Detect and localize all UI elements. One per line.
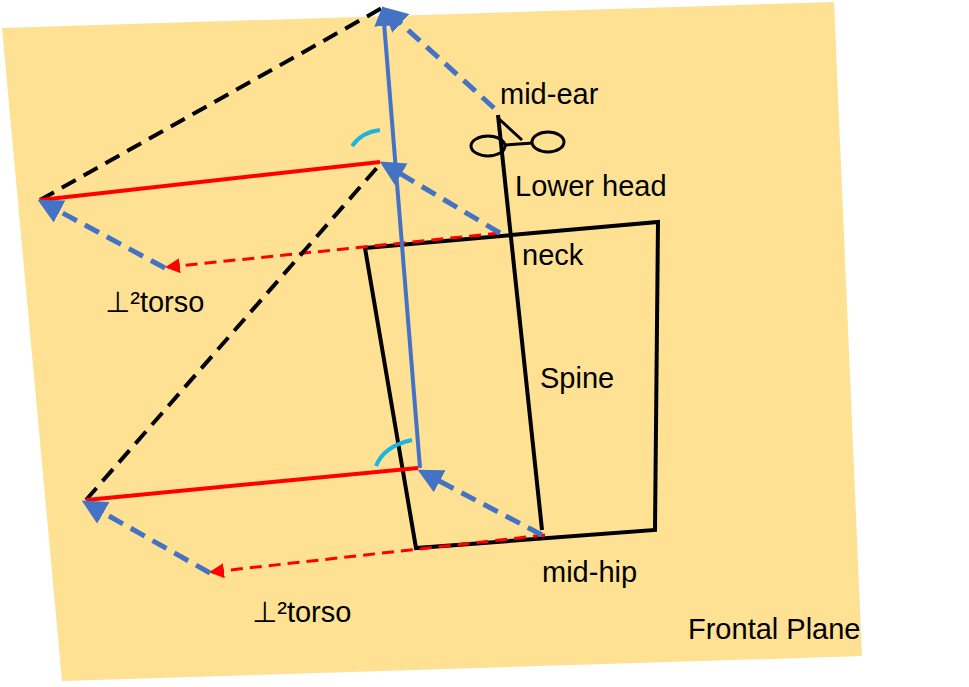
blue-vector (86, 503, 210, 573)
frontal-plane (2, 2, 862, 681)
ear-symbol (532, 132, 564, 152)
red-vector (86, 468, 418, 500)
perpendicular-arrow (212, 535, 545, 572)
blue-vector (386, 10, 494, 108)
part-label: mid-ear (498, 78, 600, 111)
part-label: Frontal Plane (686, 613, 863, 646)
part-label: neck (520, 239, 585, 272)
blue-vector (422, 472, 542, 535)
perpendicular-arrow (168, 233, 500, 267)
blue-vector (42, 202, 165, 268)
ear-axis (505, 143, 533, 145)
torso-outline (365, 222, 658, 548)
red-vector (40, 162, 380, 200)
ear-line (498, 118, 522, 140)
dashed-diagonal (40, 8, 382, 200)
angle-arc (352, 130, 380, 146)
part-label: mid-hip (540, 556, 639, 589)
part-label: ⊥²torso (250, 596, 353, 629)
part-label: ⊥²torso (103, 286, 206, 319)
ear-symbol (471, 136, 505, 156)
vertical-axis (383, 10, 420, 468)
angle-arc (376, 440, 412, 466)
part-label: Lower head (513, 170, 669, 203)
dashed-diagonal (86, 162, 382, 500)
part-label: Spine (538, 362, 616, 395)
